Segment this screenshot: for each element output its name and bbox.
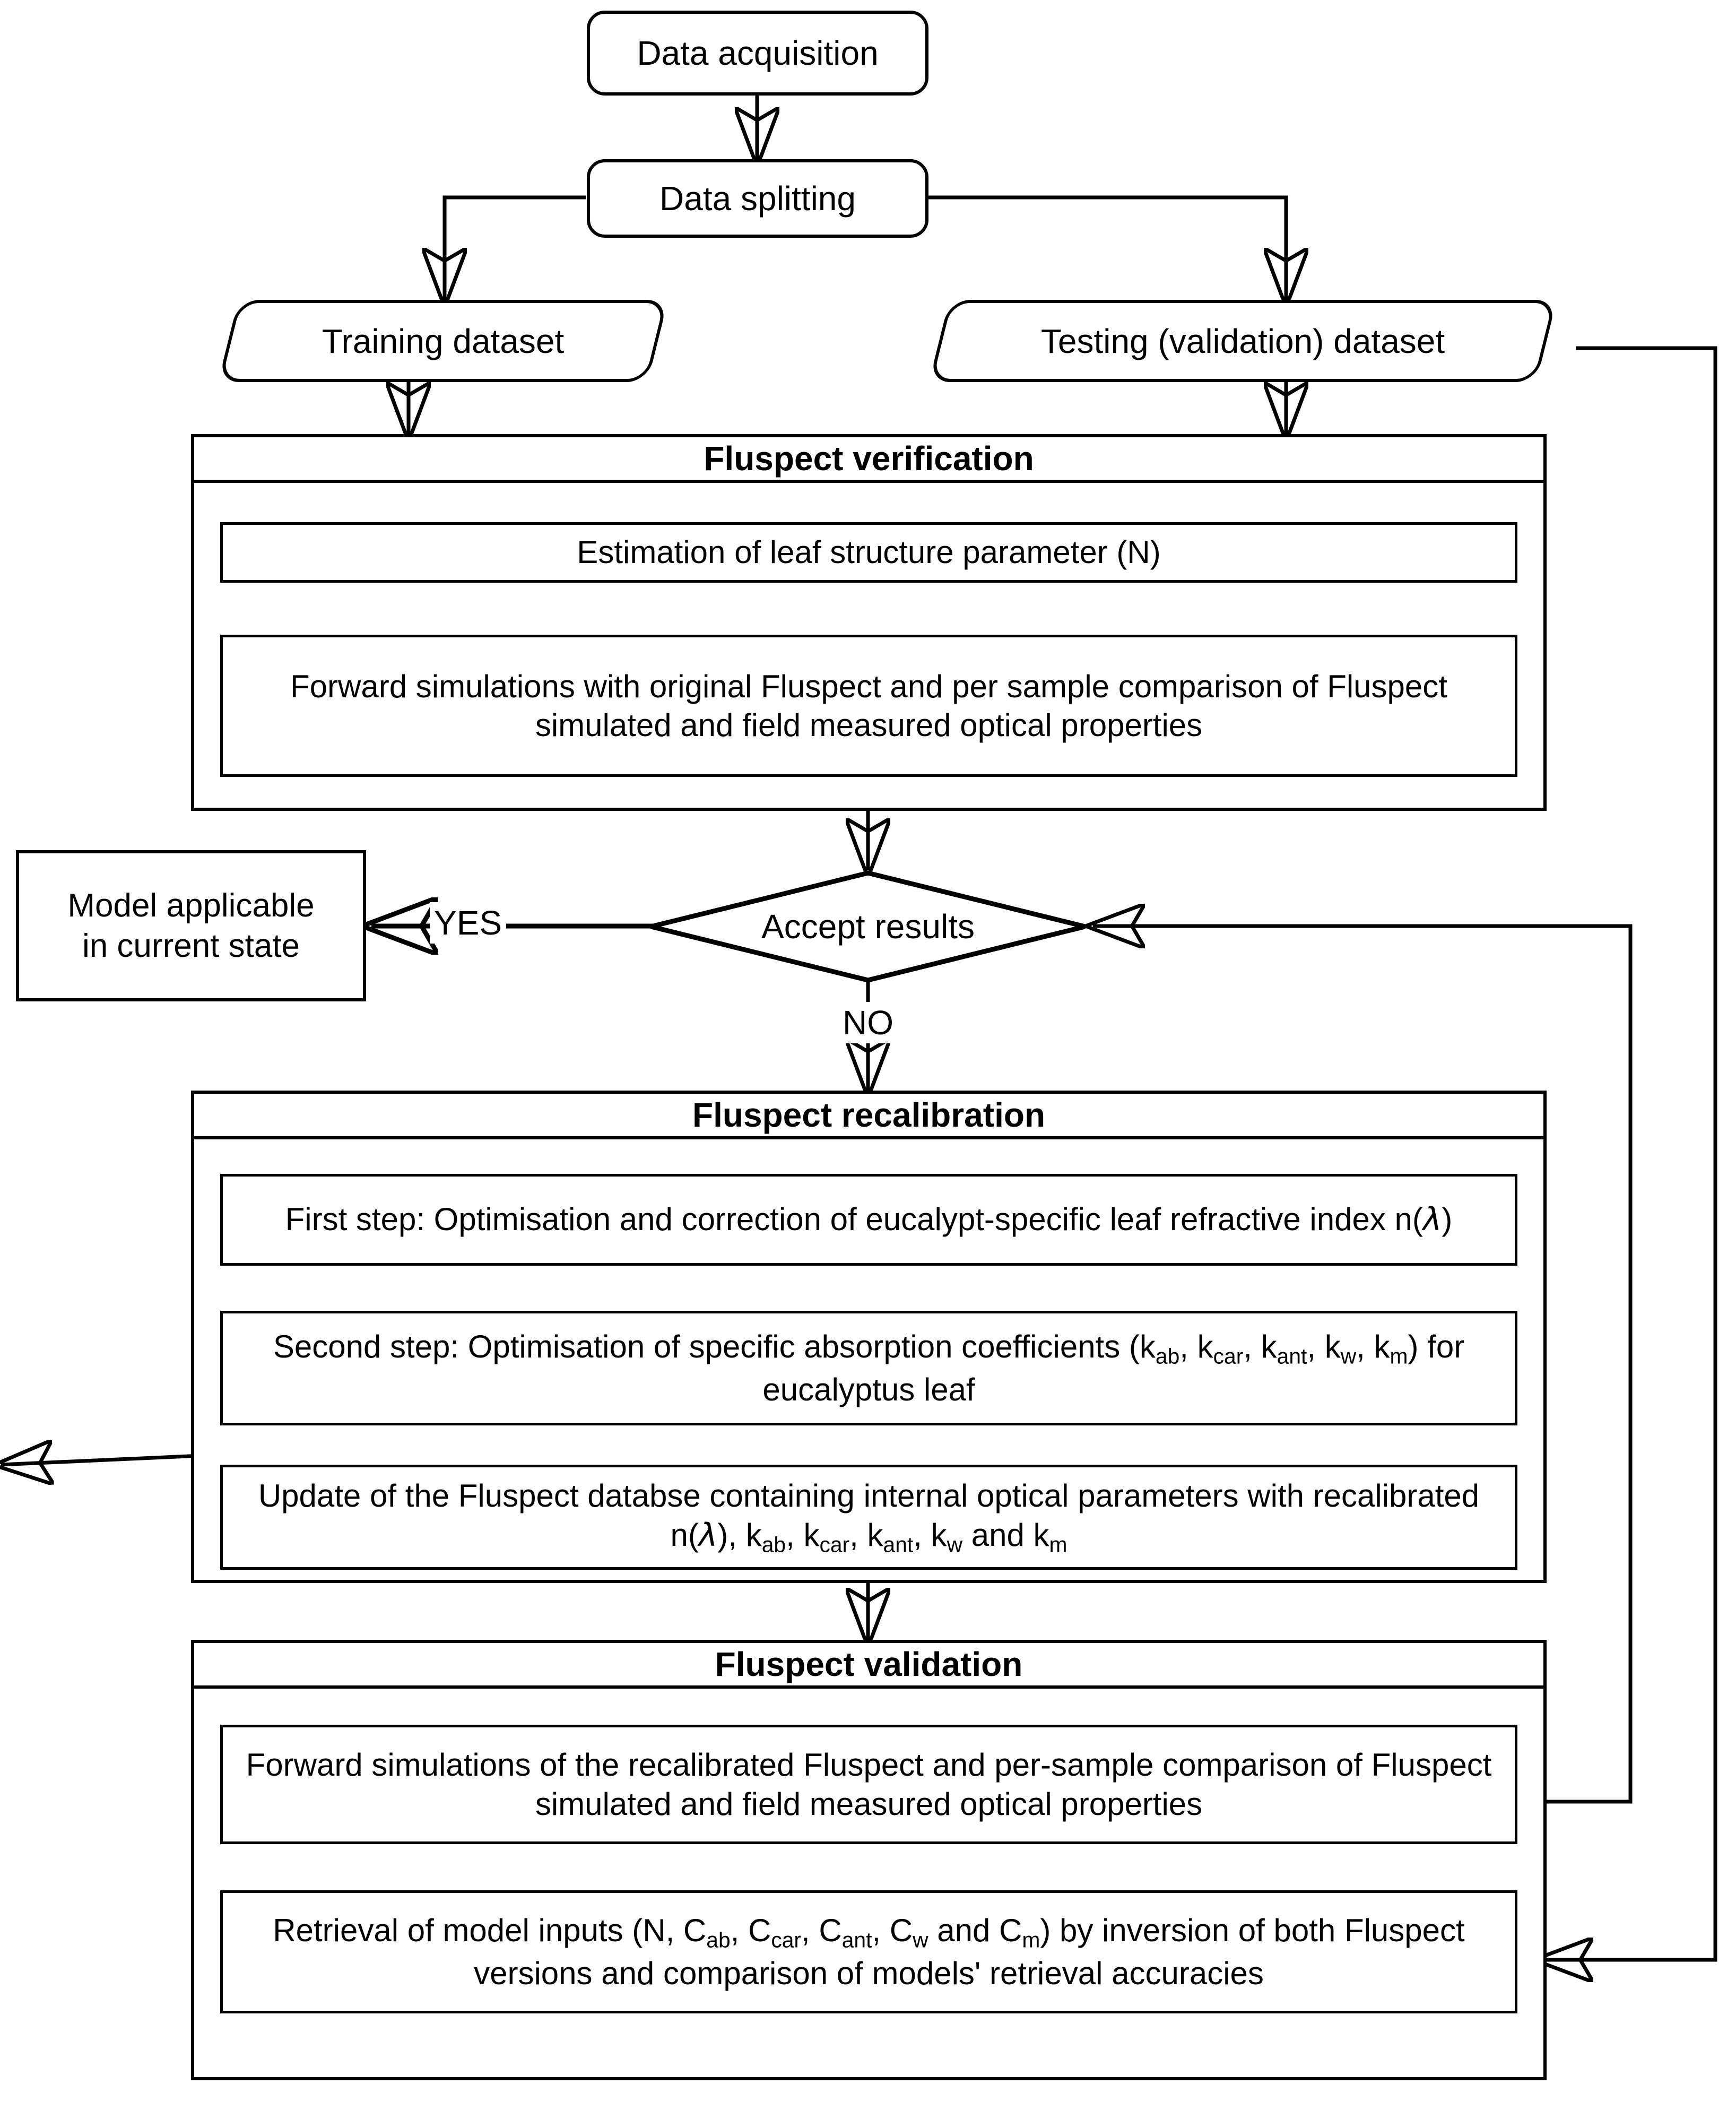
edge-testing-to-retrieval (1541, 346, 1717, 1960)
group-validation-title: Fluspect validation (194, 1643, 1543, 1689)
step-forward-sim-recal-label: Forward simulations of the recalibrated … (246, 1747, 1492, 1822)
node-testing-dataset[interactable]: Testing (validation) dataset (928, 300, 1557, 382)
step-forward-simulations-recalibrated[interactable]: Forward simulations of the recalibrated … (220, 1725, 1517, 1844)
step-second-step-label: Second step: Optimisation of specific ab… (273, 1329, 1465, 1407)
node-training-dataset-label: Training dataset (322, 322, 565, 360)
edge-label-no: NO (838, 1002, 898, 1043)
node-model-applicable[interactable]: Model applicable in current state (16, 850, 366, 1001)
node-training-dataset[interactable]: Training dataset (218, 300, 669, 382)
node-testing-dataset-label: Testing (validation) dataset (1040, 322, 1445, 360)
group-recalibration-title: Fluspect recalibration (194, 1094, 1543, 1139)
node-decision-accept-results[interactable]: Accept results (648, 870, 1088, 983)
model-applicable-line2: in current state (82, 927, 300, 964)
group-fluspect-validation: Fluspect validation (191, 1640, 1547, 2080)
edge-label-yes: YES (430, 902, 507, 944)
step-first-step-label: First step: Optimisation and correction … (285, 1201, 1453, 1239)
step-estimate-n-label: Estimation of leaf structure parameter (… (577, 534, 1161, 570)
model-applicable-line1: Model applicable (67, 887, 315, 924)
node-decision-label: Accept results (761, 907, 975, 946)
step-estimation-of-leaf-structure-parameter[interactable]: Estimation of leaf structure parameter (… (220, 522, 1517, 583)
edge-splitting-to-training (445, 195, 586, 300)
step-retrieval-label: Retrieval of model inputs (N, Cab, Ccar,… (273, 1913, 1465, 1991)
edge-validation-feedback-to-decision (1093, 926, 1633, 1804)
node-data-acquisition[interactable]: Data acquisition (587, 11, 928, 96)
step-forward-sim-original-label: Forward simulations with original Fluspe… (290, 668, 1447, 743)
step-update-fluspect-database[interactable]: Update of the Fluspect databse containin… (220, 1465, 1517, 1570)
decision-diamond-shape (648, 870, 1088, 983)
step-retrieval-of-model-inputs[interactable]: Retrieval of model inputs (N, Cab, Ccar,… (220, 1890, 1517, 2013)
node-data-acquisition-label: Data acquisition (637, 33, 879, 72)
node-data-splitting-label: Data splitting (659, 179, 856, 218)
edge-splitting-to-testing (928, 195, 1286, 300)
step-first-step-refractive-index[interactable]: First step: Optimisation and correction … (220, 1174, 1517, 1266)
node-data-splitting[interactable]: Data splitting (587, 159, 928, 238)
step-forward-simulations-original[interactable]: Forward simulations with original Fluspe… (220, 635, 1517, 777)
step-second-step-absorption-coefficients[interactable]: Second step: Optimisation of specific ab… (220, 1311, 1517, 1425)
group-verification-title: Fluspect verification (194, 437, 1543, 483)
step-update-database-label: Update of the Fluspect databse containin… (258, 1478, 1480, 1556)
